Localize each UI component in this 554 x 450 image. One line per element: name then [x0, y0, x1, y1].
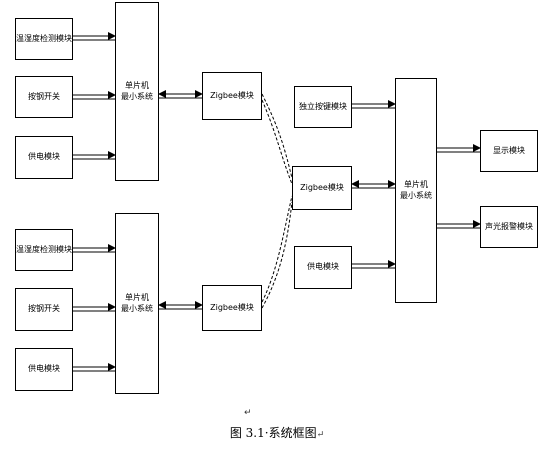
- power-module-3-label: 供电模块: [307, 262, 339, 272]
- zigbee-module-1-label: Zigbee模块: [210, 90, 254, 100]
- arrow-sensor2-to-mcu2: [73, 244, 116, 253]
- display-module-label: 显示模块: [493, 145, 525, 155]
- independent-keys-module: 独立按键模块: [294, 86, 352, 128]
- zigbee-module-3-label: Zigbee模块: [300, 182, 344, 192]
- mcu-minimum-system-3: 单片机 最小系统: [395, 78, 437, 303]
- zigbee-module-2-label: Zigbee模块: [210, 302, 254, 312]
- sensor-module-1-label: 温湿度检测模块: [16, 33, 72, 43]
- arrow-mcu3-to-display: [437, 144, 481, 153]
- arrow-mcu1-zigbee1: [158, 90, 203, 99]
- button-switch-2: 按钢开关: [15, 288, 73, 331]
- power-module-2: 供电模块: [15, 348, 73, 391]
- sound-light-alarm-module: 声光报警模块: [480, 206, 538, 248]
- arrow-mcu3-to-alarm: [437, 220, 481, 229]
- sensor-module-1: 温湿度检测模块: [15, 18, 73, 60]
- button-switch-1-label: 按钢开关: [28, 91, 60, 101]
- power-module-2-label: 供电模块: [28, 364, 60, 374]
- power-module-3: 供电模块: [294, 246, 352, 289]
- arrow-zigbee3-mcu3: [351, 180, 396, 189]
- arrow-power2-to-mcu2: [73, 363, 116, 372]
- sensor-module-2-label: 温湿度检测模块: [16, 244, 72, 254]
- mcu-1-label-line2: 最小系统: [121, 91, 153, 101]
- arrow-power1-to-mcu1: [73, 151, 116, 160]
- zigbee-module-3: Zigbee模块: [292, 166, 352, 210]
- arrow-power3-to-mcu3: [352, 260, 396, 269]
- independent-keys-label: 独立按键模块: [299, 101, 347, 111]
- mcu-2-label-line1: 单片机: [125, 292, 149, 302]
- mcu-3-label-line2: 最小系统: [400, 190, 432, 200]
- arrow-sensor1-to-mcu1: [73, 32, 116, 41]
- display-module: 显示模块: [480, 130, 538, 172]
- mcu-3-label-line1: 单片机: [404, 179, 428, 189]
- button-switch-1: 按钢开关: [15, 76, 73, 118]
- power-module-1: 供电模块: [15, 136, 73, 179]
- arrow-keys-to-mcu3: [352, 100, 396, 109]
- sensor-module-2: 温湿度检测模块: [15, 229, 73, 271]
- zigbee-module-1: Zigbee模块: [202, 72, 262, 120]
- mcu-minimum-system-1: 单片机 最小系统: [115, 2, 159, 181]
- wireless-link-zigbee2-to-receiver: [261, 195, 293, 309]
- mcu-1-label-line1: 单片机: [125, 80, 149, 90]
- figure-caption: 图 3.1·系统框图↵: [0, 424, 554, 441]
- alarm-module-label: 声光报警模块: [485, 221, 533, 231]
- button-switch-2-label: 按钢开关: [28, 304, 60, 314]
- paragraph-mark: ↵: [244, 408, 252, 418]
- power-module-1-label: 供电模块: [28, 152, 60, 162]
- return-mark: ↵: [316, 430, 325, 440]
- arrow-mcu2-zigbee2: [158, 301, 203, 310]
- figure-caption-text: 图 3.1·系统框图: [229, 426, 317, 440]
- arrow-button2-to-mcu2: [73, 303, 116, 312]
- mcu-minimum-system-2: 单片机 最小系统: [115, 213, 159, 394]
- zigbee-module-2: Zigbee模块: [202, 285, 262, 331]
- wireless-link-zigbee1-to-receiver: [261, 93, 293, 185]
- arrow-button1-to-mcu1: [73, 91, 116, 100]
- mcu-2-label-line2: 最小系统: [121, 303, 153, 313]
